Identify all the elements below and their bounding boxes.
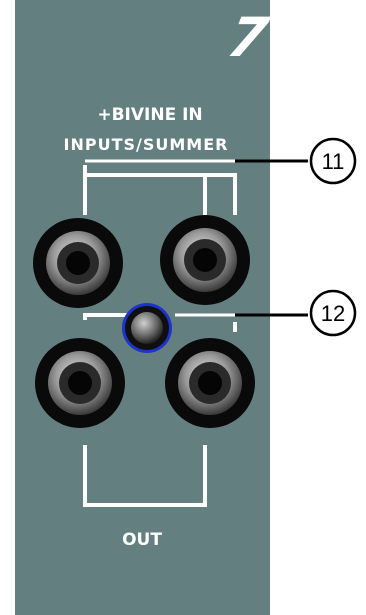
trim-knob[interactable] — [122, 303, 172, 353]
callout-leader-panel-segments — [85, 159, 235, 317]
top-label-line-2: INPUTS/SUMMER — [64, 135, 229, 154]
output-jack-left[interactable] — [35, 338, 125, 428]
top-label-line-1: +BIVINE IN — [97, 105, 202, 125]
input-jack-right[interactable] — [160, 215, 250, 305]
output-bracket — [83, 313, 237, 507]
input-jack-left[interactable] — [33, 218, 123, 308]
output-jack-right[interactable] — [165, 338, 255, 428]
callout-11: 11 — [309, 137, 357, 185]
callout-leaders — [235, 159, 308, 317]
input-bracket — [83, 165, 237, 215]
callout-12-label: 12 — [321, 301, 345, 326]
callout-12: 12 — [309, 289, 357, 337]
callout-11-label: 11 — [322, 149, 345, 174]
bottom-label: OUT — [122, 530, 162, 550]
